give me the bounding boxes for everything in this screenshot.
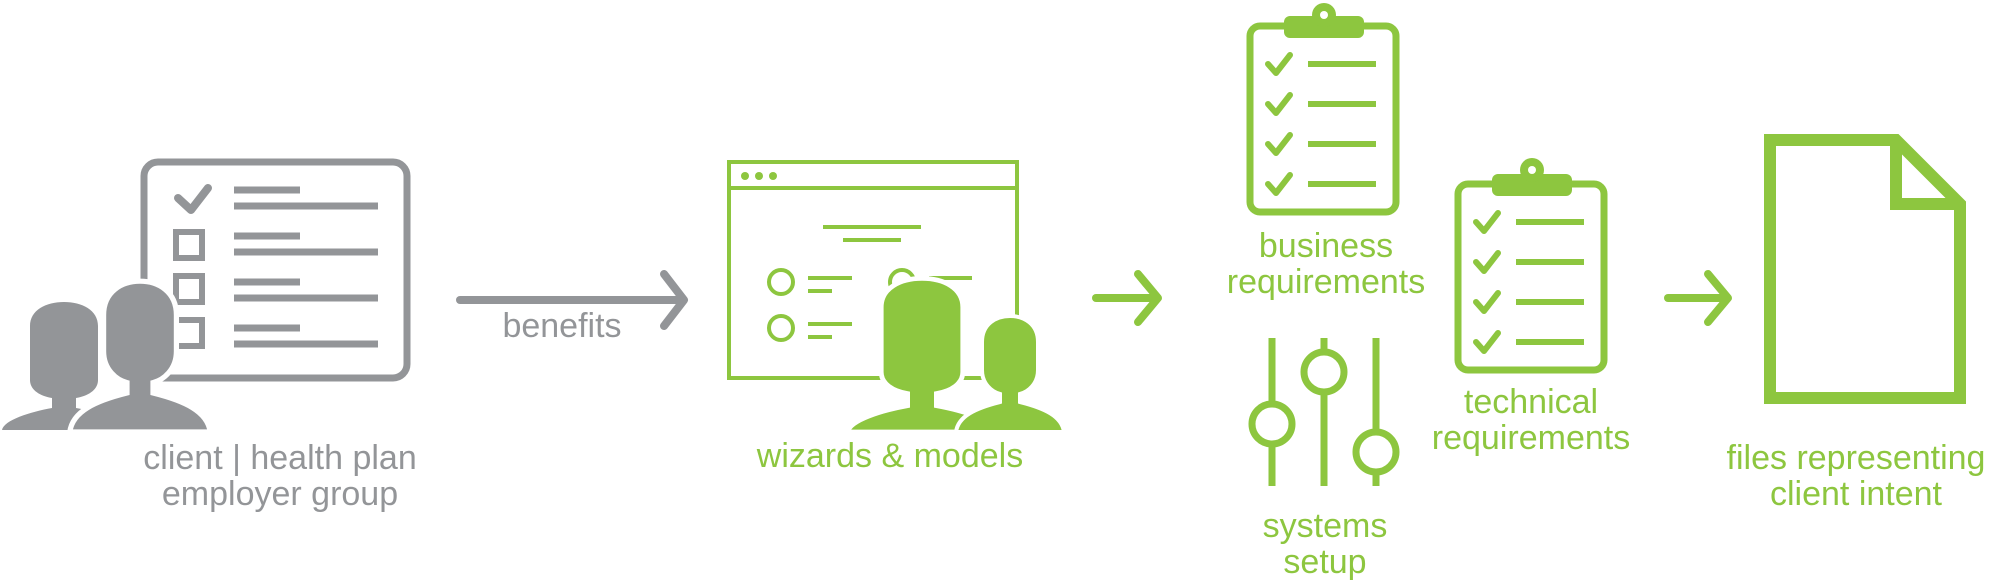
step-label-line: business xyxy=(1258,227,1394,265)
arrow-right-icon xyxy=(456,270,688,330)
checklist-board-icon xyxy=(140,158,411,382)
arrow-right-icon xyxy=(1092,270,1162,326)
step-label-line: employer group xyxy=(161,475,399,513)
technical-clipboard-icon xyxy=(1454,158,1608,374)
step-label-business: business requirements xyxy=(1196,228,1456,300)
step-label-line: requirements xyxy=(1226,263,1426,301)
step-label-line: setup xyxy=(1283,543,1367,581)
step-label-line: client | health plan xyxy=(143,439,417,477)
document-icon xyxy=(1764,134,1966,404)
step-label-line: requirements xyxy=(1431,419,1631,457)
step-label-files: files representing client intent xyxy=(1706,440,2006,512)
settings-sliders-icon xyxy=(1248,338,1400,486)
step-label-wizards: wizards & models xyxy=(720,438,1060,474)
step-label-line: technical xyxy=(1463,383,1599,421)
step-label-line: files representing xyxy=(1726,439,1986,477)
step-label-systems: systems setup xyxy=(1220,508,1430,580)
people-icon xyxy=(848,278,1066,432)
step-label-client: client | health plan employer group xyxy=(110,440,450,512)
step-label-line: client intent xyxy=(1770,475,1942,513)
business-clipboard-icon xyxy=(1246,3,1400,216)
window-icon xyxy=(727,160,1019,380)
arrow-label-benefits: benefits xyxy=(502,307,622,345)
client-checklist-people-icon xyxy=(2,158,411,432)
wizard-window-people-icon xyxy=(727,160,1066,432)
step-label-line: wizards & models xyxy=(756,437,1024,475)
arrow-right-icon xyxy=(1664,270,1732,326)
step-label-technical: technical requirements xyxy=(1406,384,1656,456)
step-label-line: systems xyxy=(1262,507,1388,545)
